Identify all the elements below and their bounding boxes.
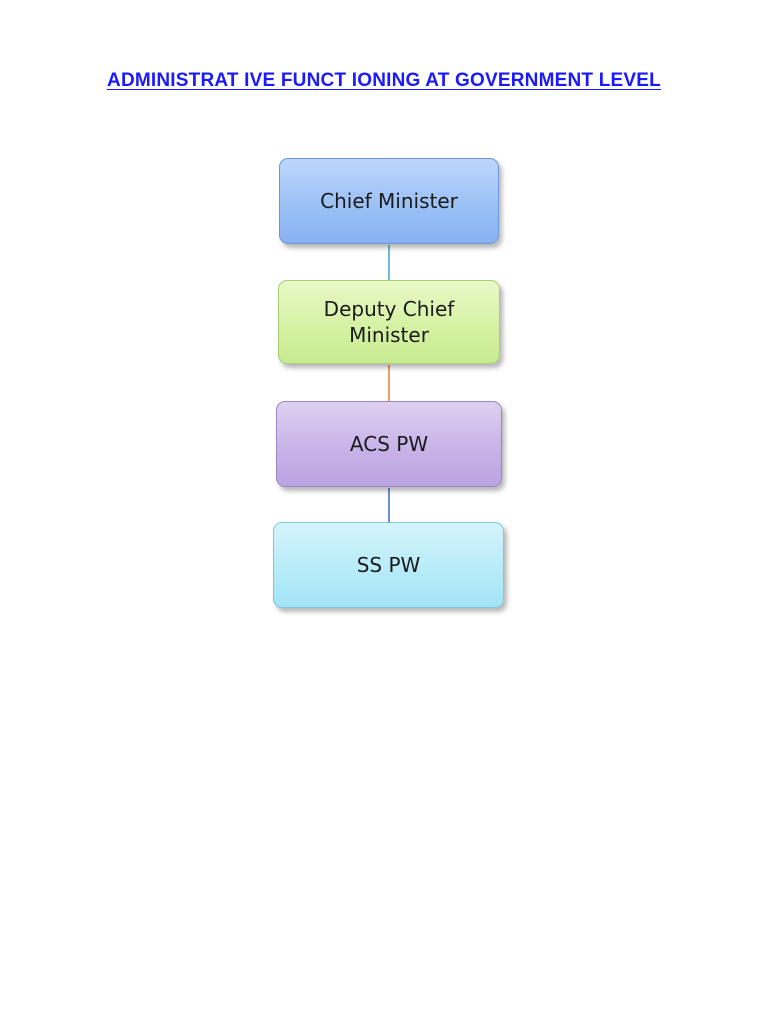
node-acs-pw: ACS PW — [276, 401, 502, 487]
node-label: Chief Minister — [320, 189, 458, 213]
node-chief-minister: Chief Minister — [279, 158, 499, 244]
node-ss-pw: SS PW — [273, 522, 504, 608]
connector-acs-to-ss — [388, 488, 390, 522]
connector-deputy-to-acs — [388, 365, 390, 401]
connector-chief-to-deputy — [388, 245, 390, 280]
node-deputy-chief-minister: Deputy Chief Minister — [278, 280, 500, 364]
node-label: ACS PW — [349, 432, 429, 456]
page-title[interactable]: ADMINISTRAT IVE FUNCT IONING AT GOVERNME… — [107, 70, 661, 91]
node-label: SS PW — [356, 553, 421, 577]
node-label: Deputy Chief Minister — [323, 297, 455, 347]
